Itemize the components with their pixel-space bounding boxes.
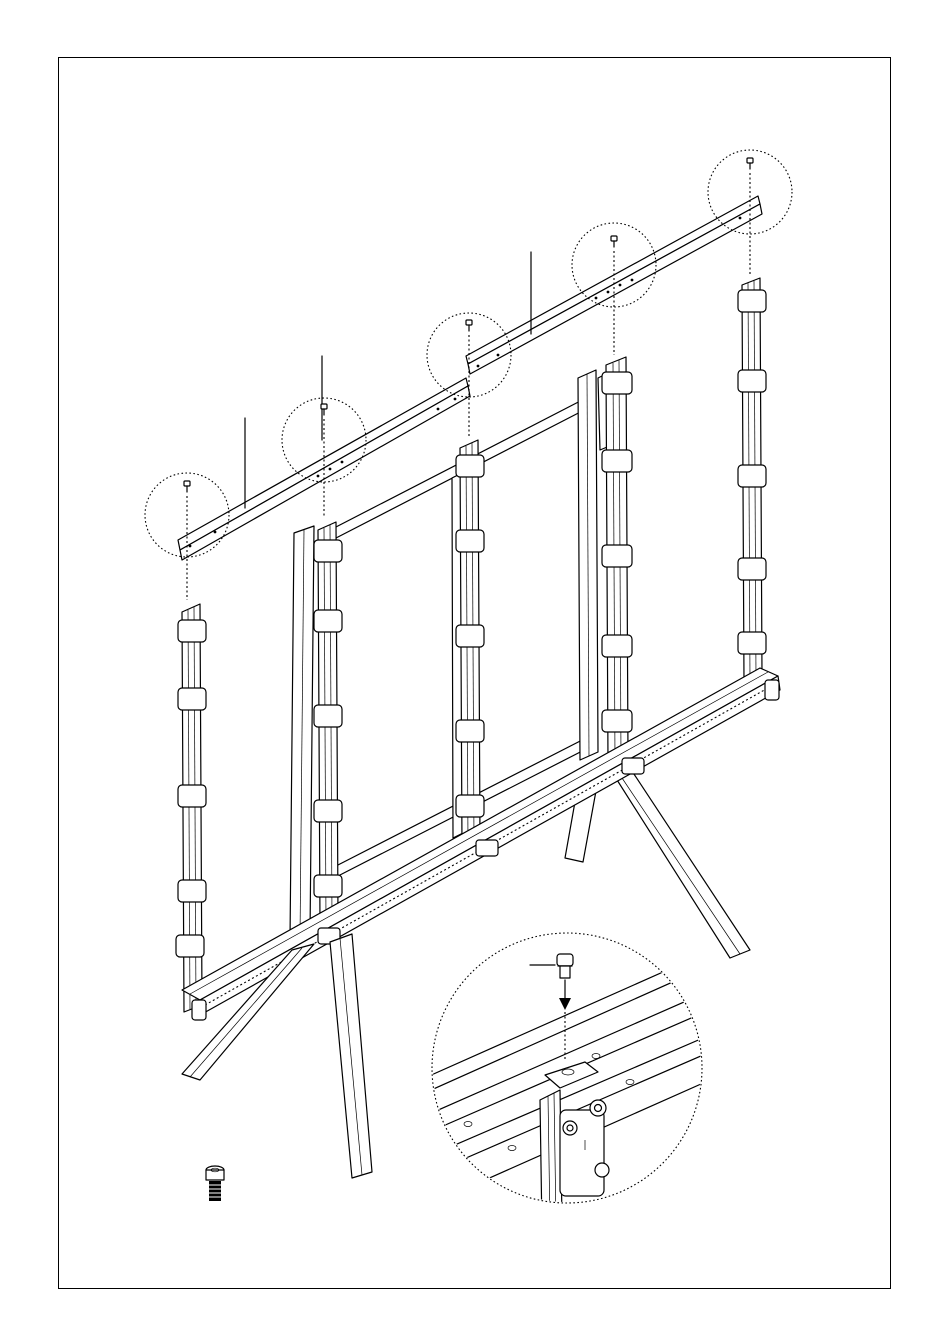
screw-callout-3 [427, 313, 511, 438]
screw-callout-4 [572, 223, 656, 355]
detail-view [420, 933, 710, 1230]
front-stand-legs [182, 934, 372, 1178]
vertical-rail-4 [602, 357, 632, 764]
socket-head-screw-icon [206, 1166, 224, 1201]
left-diagonal-support [290, 526, 314, 940]
callout-leaders [245, 252, 531, 508]
vertical-rail-1 [176, 604, 206, 1012]
rear-stand-legs [565, 768, 750, 958]
vertical-rail-5 [738, 278, 766, 683]
vertical-rail-2 [314, 522, 342, 925]
